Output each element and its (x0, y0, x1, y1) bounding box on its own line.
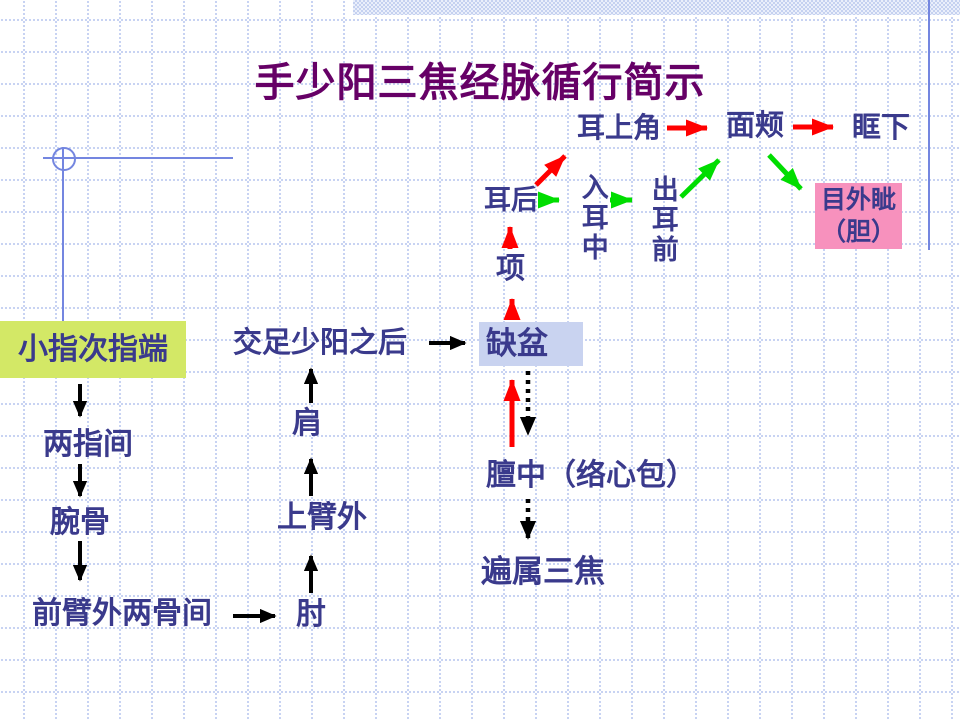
node-outer-canthus: 目外眦 （胆） (815, 183, 902, 249)
decor-vertical-line-right (928, 0, 930, 250)
arrow-behindear-to-earuppercorner (534, 154, 567, 187)
node-outer-canthus-line1: 目外眦 (820, 185, 896, 214)
decor-horizontal-line (43, 157, 233, 159)
node-outer-canthus-line2: （胆） (820, 218, 896, 246)
node-spread-triple-burner: 遍属三焦 (481, 554, 605, 589)
node-enter-ear: 入耳中 (577, 173, 608, 263)
node-infraorbital: 眶下 (852, 112, 911, 144)
node-behind-ear: 耳后 (484, 185, 538, 215)
decor-vertical-line-left (62, 147, 64, 322)
top-decoration-bar (353, 0, 960, 15)
node-forearm-between-bones: 前臂外两骨间 (32, 597, 212, 630)
slide-title: 手少阳三焦经脉循行简示 (254, 60, 706, 105)
node-shoulder: 肩 (292, 407, 322, 440)
node-cheek: 面颊 (726, 110, 785, 142)
node-between-fingers: 两指间 (43, 428, 133, 461)
node-upper-arm-outer: 上臂外 (277, 501, 367, 534)
node-nape: 项 (496, 253, 526, 285)
arrow-exitear-to-cheek (679, 158, 721, 199)
node-cross-foot-shaoyang: 交足少阳之后 (233, 327, 408, 359)
node-elbow: 肘 (296, 598, 326, 631)
node-ring-finger-tip-label: 小指次指端 (18, 333, 168, 366)
node-wrist-bone: 腕骨 (50, 506, 110, 539)
node-danzhong: 膻中（络心包） (486, 459, 696, 492)
node-ring-finger-tip: 小指次指端 (0, 321, 186, 378)
node-exit-ear-front: 出耳前 (647, 175, 678, 265)
node-supraclavicular-fossa: 缺盆 (479, 322, 583, 366)
decor-circle (52, 147, 76, 171)
node-ear-upper-corner: 耳上角 (577, 112, 662, 143)
arrow-cheek-to-outercanthus (767, 153, 803, 191)
node-supraclavicular-fossa-label: 缺盆 (486, 325, 548, 361)
